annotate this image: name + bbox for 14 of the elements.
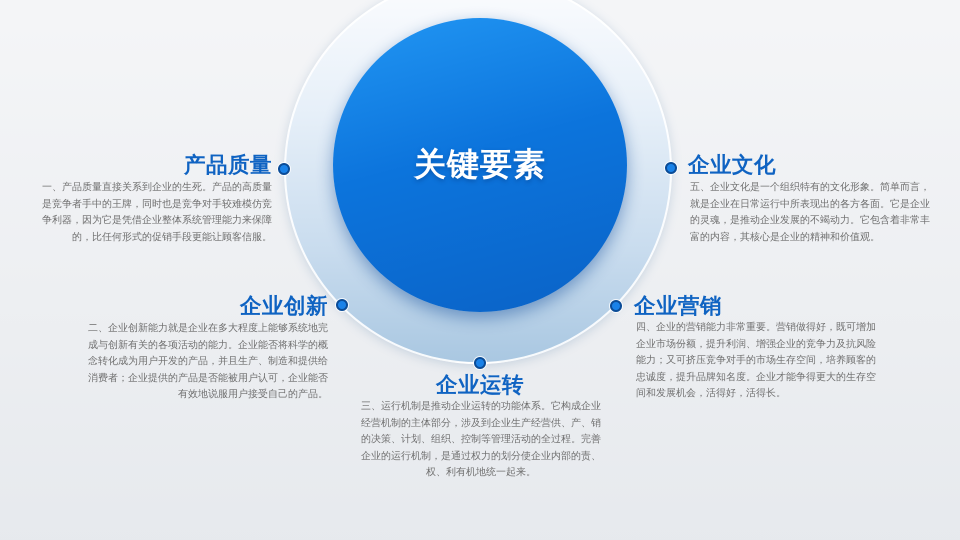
dot-marker-icon: [665, 162, 677, 174]
description-text: 二、企业创新能力就是企业在多大程度上能够系统地完成与创新有关的各项活动的能力。企业能否将科学的概念转化成为用户开发的产品，并且生产、制造和提供给消费者；企业提供的产品是否能被用户认可，企业能否有效地说服用户接受自己的产品。: [87, 322, 328, 402]
description-text: 三、运行机制是推动企业运转的功能体系。它构成企业经营机制的主体部分，涉及到企业生产经营供、产、销的决策、计划、组织、控制等管理活动的全过程。完善企业的运行机制，是通过权力的划分使企业内部的责、权、利有机地统一起来。: [360, 400, 602, 480]
section-title: 企业营销: [634, 293, 723, 320]
center-title: 关键要素: [414, 145, 546, 184]
dot-marker-icon: [474, 357, 486, 369]
section-title: 企业创新: [238, 293, 328, 320]
section-title: 企业运转: [434, 372, 525, 399]
section-title: 产品质量: [182, 152, 272, 179]
description-text: 五、企业文化是一个组织特有的文化形象。简单而言，就是企业在日常运行中所表现出的各方各面。它是企业的灵魂，是推动企业发展的不竭动力。它包含着非常丰富的内容，其核心是企业的精神和价值观。: [690, 180, 931, 245]
description-text: 四、企业的营销能力非常重要。营销做得好，既可增加企业市场份额，提升利润、增强企业的竞争力及抗风险能力；又可挤压竞争对手的市场生存空间，培养顾客的忠诚度，提升品牌知名度。企业才能争得更大的生存空间和发展机会，活得好，活得长。: [636, 320, 877, 402]
dot-marker-icon: [278, 163, 290, 175]
section-title: 企业文化: [688, 152, 777, 179]
description-text: 一、产品质量直接关系到企业的生死。产品的高质量是竞争者手中的王牌，同时也是竞争对手较难模仿竞争利器，因为它是凭借企业整体系统管理能力来保障的，比任何形式的促销手段更能让顾客信服。: [41, 180, 272, 245]
